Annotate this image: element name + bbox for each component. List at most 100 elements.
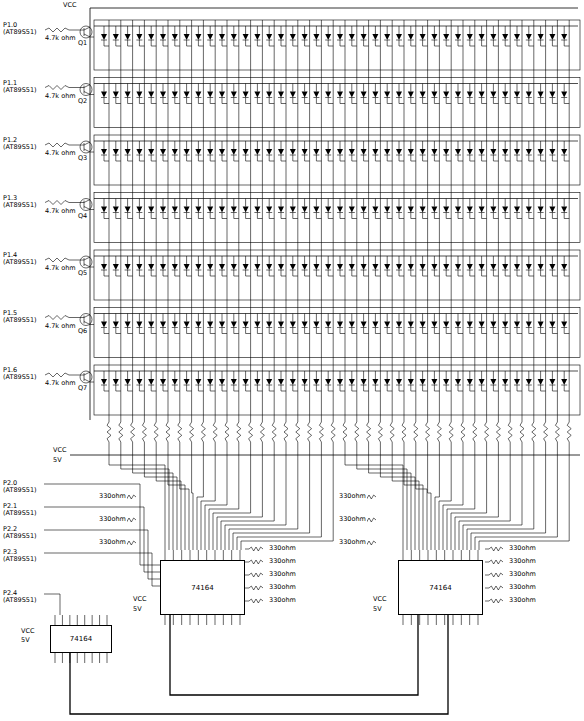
led-lead [151, 155, 152, 161]
led-lead [387, 314, 388, 322]
led-symbol [278, 207, 284, 213]
led-lead [434, 46, 439, 47]
led-lead [446, 199, 447, 207]
led-lead [482, 103, 487, 104]
led-lead [175, 161, 180, 162]
led-symbol [219, 149, 225, 155]
led-lead [316, 161, 321, 162]
column-wire [168, 20, 169, 422]
pin-label: P1.1 (AT89S51) [2, 80, 44, 94]
led-lead [505, 40, 506, 46]
resistor-symbol [131, 422, 135, 442]
resistor-symbol [213, 422, 217, 442]
led-lead [187, 161, 192, 162]
column-wire [439, 20, 440, 422]
led-lead [505, 141, 506, 149]
led-lead [316, 256, 317, 264]
led-symbol [290, 92, 296, 98]
led-lead [458, 141, 459, 149]
value-label: VCC [52, 447, 68, 454]
resistor-symbol [489, 560, 503, 564]
led-lead [269, 141, 270, 149]
led-lead [505, 314, 506, 322]
pin-label: P2.3 (AT89S51) [2, 549, 44, 563]
led-lead [564, 141, 565, 149]
led-lead [281, 155, 282, 161]
led-lead [316, 314, 317, 322]
column-wire [451, 442, 487, 550]
part-label: Q4 [77, 213, 88, 220]
value-label: 4.7k ohm [44, 93, 77, 100]
led-lead [151, 161, 156, 162]
column-wire [192, 442, 193, 550]
led-lead [305, 161, 310, 162]
led-symbol [184, 92, 190, 98]
led-lead [163, 218, 168, 219]
led-lead [564, 371, 565, 379]
led-lead [517, 141, 518, 149]
led-symbol [136, 322, 142, 328]
led-lead [364, 46, 369, 47]
resistor-symbol [166, 422, 170, 442]
led-symbol [514, 34, 520, 40]
led-lead [375, 40, 376, 46]
led-symbol [278, 149, 284, 155]
led-lead [363, 256, 364, 264]
led-lead [375, 218, 380, 219]
led-symbol [408, 149, 414, 155]
led-lead [422, 314, 423, 322]
led-lead [115, 256, 116, 264]
led-lead [198, 391, 203, 392]
led-symbol [195, 322, 201, 328]
led-lead [411, 161, 416, 162]
control-wire [42, 553, 160, 586]
led-lead [281, 141, 282, 149]
led-symbol [549, 322, 555, 328]
led-symbol [290, 264, 296, 270]
column-wire [428, 442, 431, 550]
led-lead [163, 84, 164, 92]
led-lead [257, 155, 258, 161]
led-symbol [290, 34, 296, 40]
ic-pin [469, 550, 470, 560]
led-symbol [538, 149, 544, 155]
led-lead [269, 84, 270, 92]
resistor-symbol [414, 422, 418, 442]
led-symbol [349, 264, 355, 270]
led-lead [387, 328, 388, 334]
led-symbol [455, 379, 461, 385]
ic-pin [461, 615, 462, 625]
led-lead [541, 103, 546, 104]
led-symbol [490, 92, 496, 98]
led-symbol [420, 34, 426, 40]
led-lead [422, 328, 423, 334]
led-lead [187, 103, 192, 104]
led-lead [175, 103, 180, 104]
led-lead [316, 371, 317, 379]
led-lead [446, 141, 447, 149]
led-lead [540, 84, 541, 92]
led-symbol [538, 379, 544, 385]
led-symbol [337, 34, 343, 40]
led-symbol [396, 207, 402, 213]
led-lead [292, 199, 293, 207]
led-lead [375, 213, 376, 219]
led-lead [528, 328, 529, 334]
led-lead [552, 314, 553, 322]
led-lead [399, 103, 404, 104]
led-lead [305, 103, 310, 104]
led-lead [517, 270, 518, 276]
led-symbol [384, 92, 390, 98]
led-symbol [372, 92, 378, 98]
led-lead [423, 218, 428, 219]
column-wire [510, 20, 511, 422]
value-label: 5V [132, 606, 143, 613]
led-lead [139, 46, 144, 47]
led-lead [422, 213, 423, 219]
led-lead [517, 199, 518, 207]
led-lead [127, 256, 128, 264]
led-symbol [431, 34, 437, 40]
led-lead [399, 26, 400, 34]
wire [485, 549, 489, 550]
led-lead [540, 40, 541, 46]
